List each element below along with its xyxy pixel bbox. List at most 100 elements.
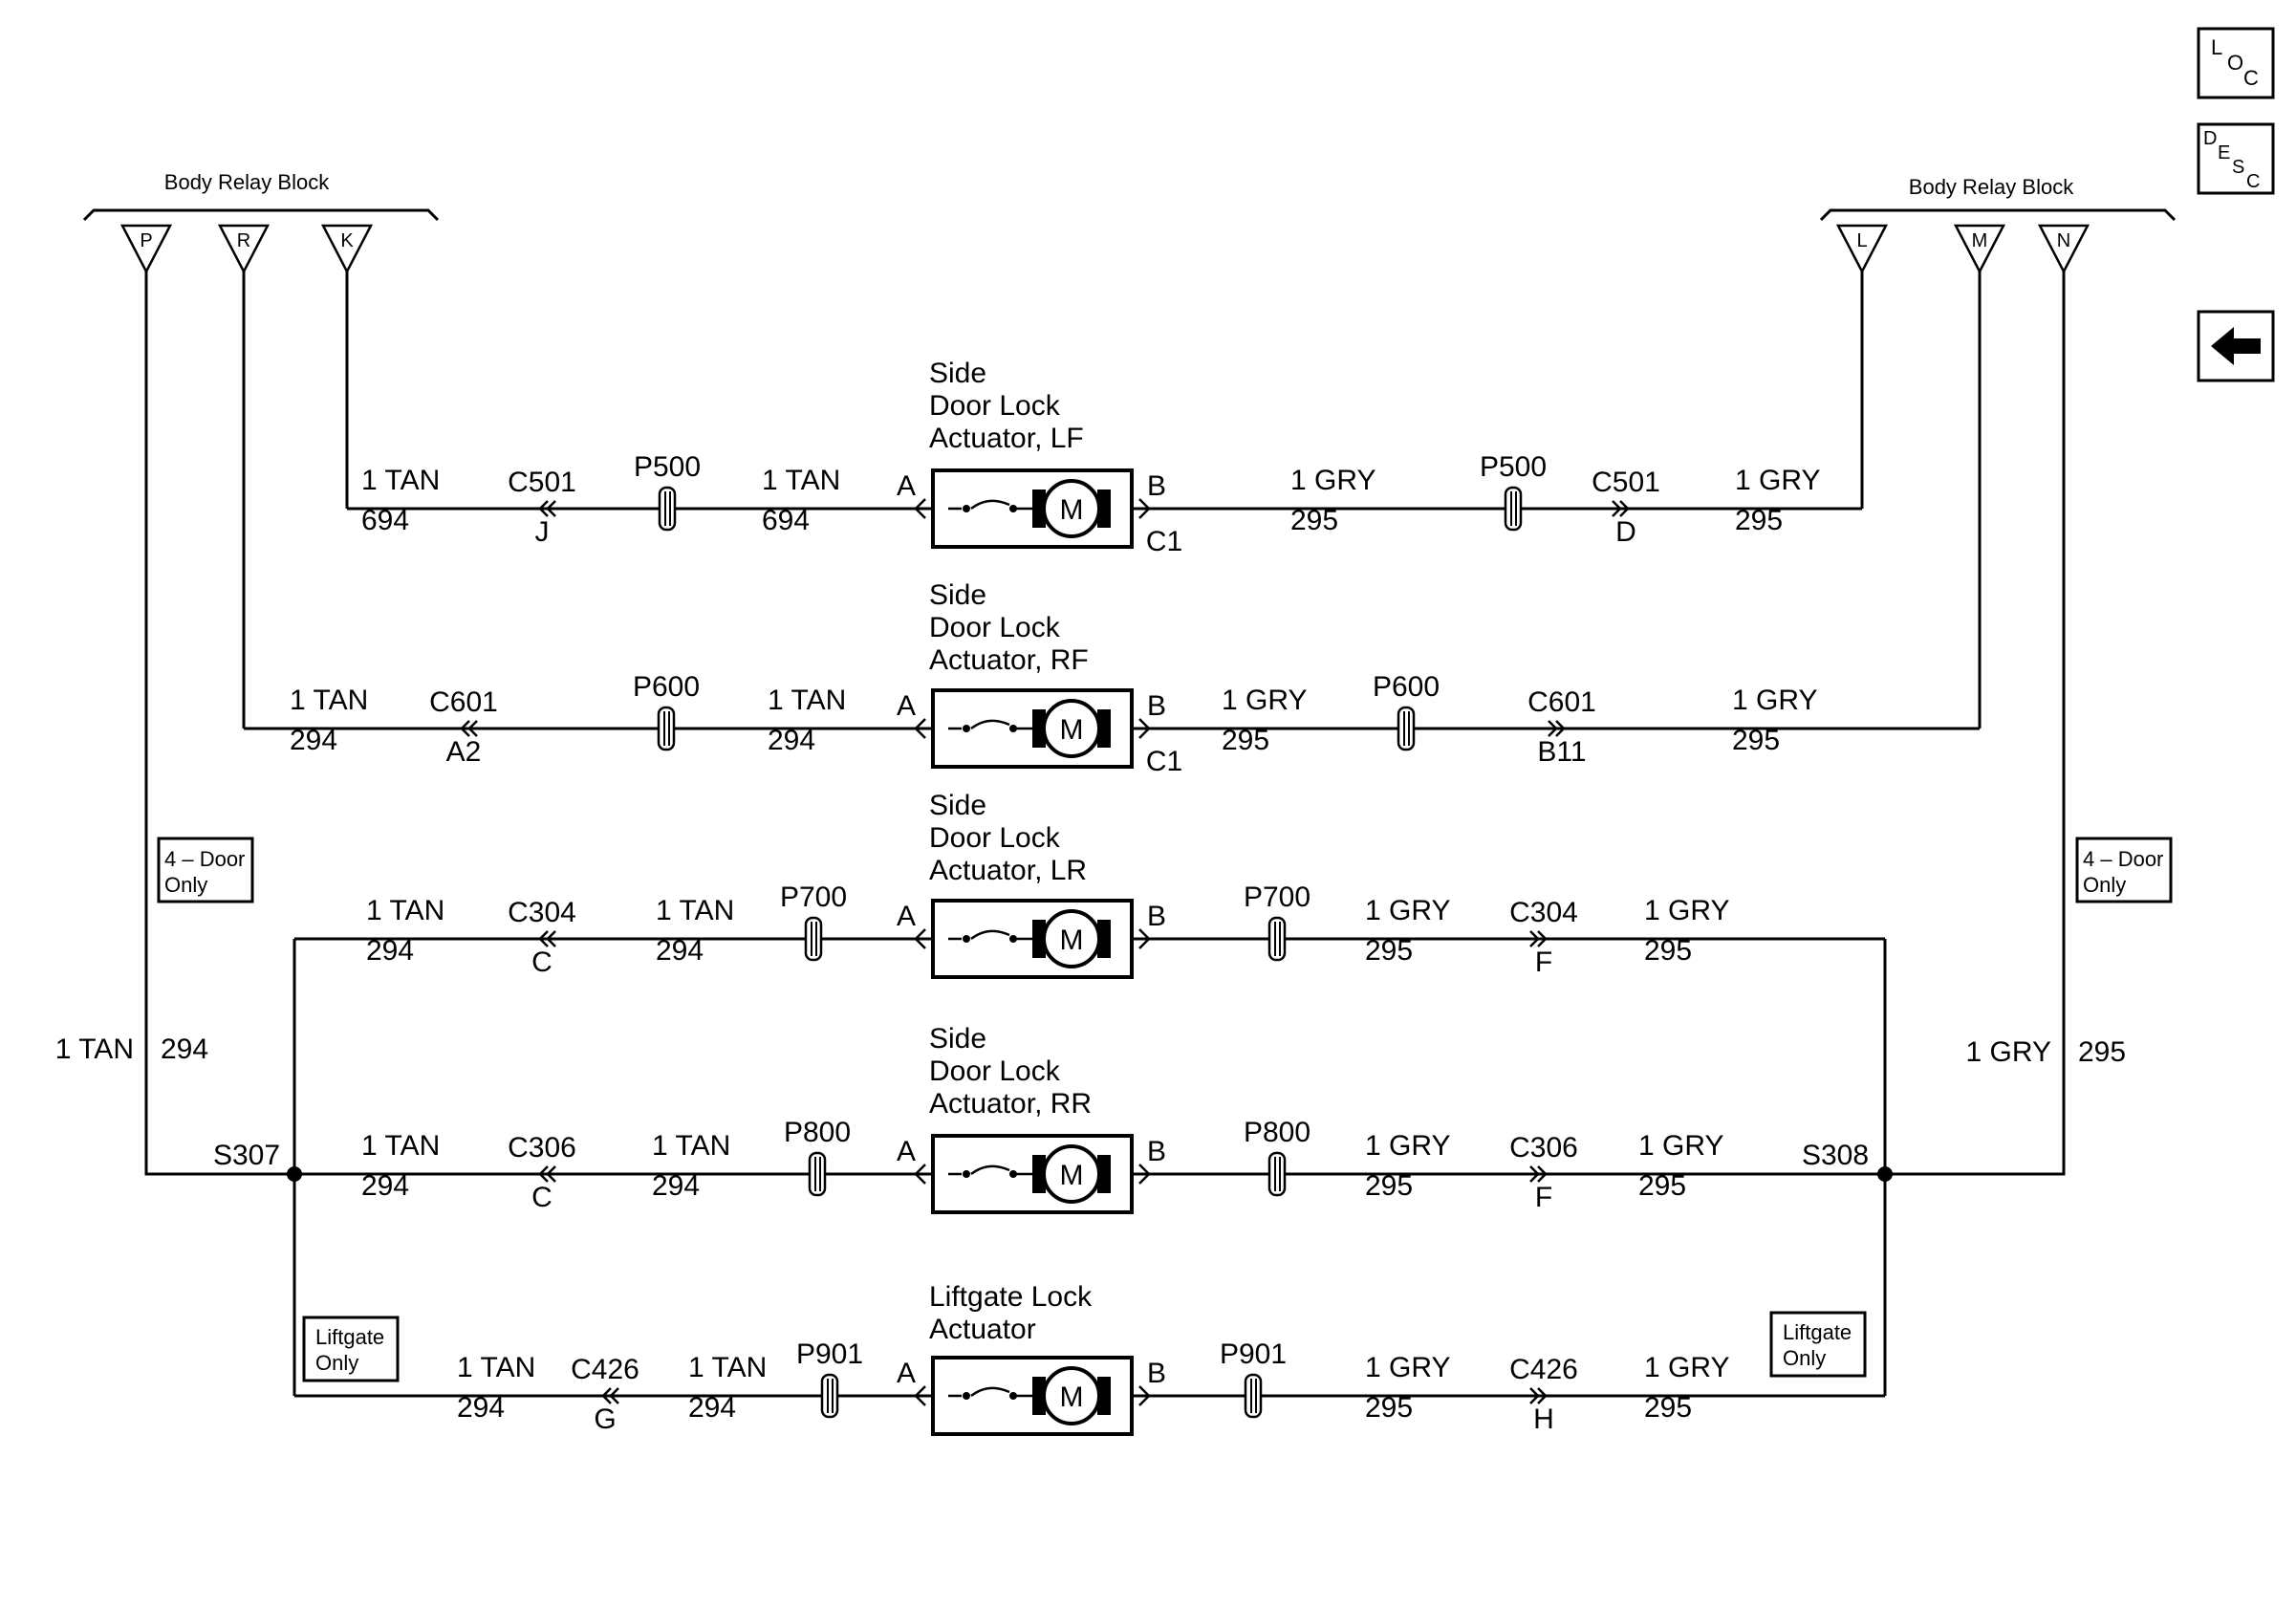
terminal-l: L (1835, 224, 1889, 274)
svg-text:Only: Only (1783, 1346, 1826, 1370)
switch-pivot (963, 1392, 970, 1400)
pin-a-chevron (914, 1385, 926, 1406)
switch-pivot (963, 505, 970, 512)
switch-contact (1009, 1170, 1017, 1178)
left-connector-symbol (538, 500, 556, 517)
left-inline-symbol (808, 1151, 827, 1197)
left-wire-2-circuit: 294 (656, 935, 704, 967)
relay-block-right-brace (1819, 208, 2177, 222)
svg-text:L: L (1856, 230, 1867, 251)
pin-a-label: A (897, 470, 916, 502)
motor-brush-left (1032, 490, 1046, 528)
motor-brush-right (1097, 1377, 1111, 1415)
actuator-row (294, 1134, 1885, 1214)
terminal-m: M (1953, 224, 2006, 274)
switch-contact (1009, 935, 1017, 943)
motor-icon (1042, 909, 1101, 968)
motor-icon (1042, 699, 1101, 758)
left-inline-label: P500 (634, 451, 701, 483)
left-wire-2-circuit: 694 (762, 505, 810, 536)
pin-a-label: A (897, 1358, 916, 1389)
left-inline-symbol (658, 486, 677, 532)
left-wire-2-gauge: 1 TAN (656, 895, 734, 926)
left-vertical-circuit-label: 294 (161, 1033, 208, 1065)
left-connector-pin: A2 (446, 736, 482, 768)
svg-text:P: P (140, 230, 152, 251)
desc-letter-1: D (2203, 128, 2217, 149)
right-wire-1-gauge: 1 GRY (1365, 1130, 1451, 1162)
pin-b-label: B (1147, 901, 1166, 932)
pin-b-connector: C1 (1146, 526, 1182, 557)
relay-block-left-brace (82, 208, 440, 222)
switch-pivot (963, 1170, 970, 1178)
actuator-row (294, 899, 1885, 979)
loc-letter-1: L (2211, 35, 2222, 59)
right-connector-id: C426 (1509, 1354, 1578, 1385)
right-connector-pin: D (1615, 516, 1636, 548)
pin-b-chevron (1138, 1385, 1151, 1406)
splice-s308-label: S308 (1802, 1140, 1869, 1171)
svg-text:Only: Only (164, 873, 207, 897)
actuator-name-line: Door Lock (929, 612, 1061, 643)
right-connector-pin: F (1535, 1182, 1552, 1213)
left-connector-id: C501 (508, 467, 576, 498)
right-wire-2-gauge: 1 GRY (1735, 465, 1821, 496)
switch-pivot (963, 935, 970, 943)
actuator-name-line: Side (929, 790, 986, 821)
switch-icon (948, 929, 1032, 941)
actuator-name-line: Door Lock (929, 1055, 1061, 1087)
left-connector-id: C601 (429, 686, 498, 718)
right-connector-id: C304 (1509, 897, 1578, 928)
left-connector-pin: C (531, 1182, 552, 1213)
desc-button[interactable]: D E S C (2197, 122, 2275, 195)
right-wire-1-gauge: 1 GRY (1222, 685, 1308, 716)
switch-icon (948, 1164, 1032, 1176)
desc-letter-3: S (2232, 157, 2244, 178)
left-wire-2-gauge: 1 TAN (652, 1130, 730, 1162)
right-inline-symbol (1267, 1151, 1287, 1197)
motor-icon (1042, 1144, 1101, 1204)
left-connector-id: C306 (508, 1132, 576, 1164)
back-button[interactable] (2197, 310, 2275, 382)
right-wire-2-circuit: 295 (1644, 1392, 1692, 1424)
right-wire-2-gauge: 1 GRY (1732, 685, 1818, 716)
right-wire-2-circuit: 295 (1638, 1170, 1686, 1202)
motor-brush-left (1032, 920, 1046, 958)
right-wire-1-circuit: 295 (1222, 725, 1269, 756)
pin-a-label: A (897, 1136, 916, 1167)
left-connector-id: C426 (571, 1354, 639, 1385)
right-wire-1-circuit: 295 (1365, 1170, 1413, 1202)
right-connector-symbol (1548, 720, 1566, 737)
loc-button[interactable]: L O C (2197, 27, 2275, 99)
pin-b-label: B (1147, 1358, 1166, 1389)
right-wire-2-gauge: 1 GRY (1638, 1130, 1724, 1162)
pin-a-chevron (914, 498, 926, 519)
right-wire-2-gauge: 1 GRY (1644, 1352, 1730, 1383)
motor-brush-right (1097, 920, 1111, 958)
four-door-only-box-right: 4 – Door Only (2075, 837, 2173, 903)
left-connector-symbol (538, 1165, 556, 1183)
right-connector-pin: H (1533, 1403, 1554, 1435)
right-wire-1-gauge: 1 GRY (1365, 1352, 1451, 1383)
motor-label: M (1060, 1382, 1084, 1413)
left-wire-1-circuit: 294 (457, 1392, 505, 1424)
svg-text:N: N (2057, 230, 2070, 251)
left-inline-label: P901 (796, 1338, 863, 1370)
right-connector-symbol (1612, 500, 1630, 517)
pin-b-label: B (1147, 690, 1166, 722)
switch-contact (1009, 1392, 1017, 1400)
left-wire-2-gauge: 1 TAN (762, 465, 840, 496)
desc-letter-2: E (2218, 142, 2230, 163)
actuator-row (347, 468, 1862, 549)
actuator-name-line: Actuator (929, 1314, 1036, 1345)
left-wire-1-circuit: 294 (290, 725, 337, 756)
pin-b-chevron (1138, 718, 1151, 739)
switch-icon (948, 499, 1032, 511)
right-wire-2-circuit: 295 (1735, 505, 1783, 536)
right-connector-symbol (1529, 1387, 1548, 1404)
switch-icon (948, 719, 1032, 730)
svg-text:Only: Only (315, 1351, 358, 1375)
svg-text:4 – Door: 4 – Door (164, 847, 245, 871)
terminal-k: K (320, 224, 374, 274)
right-wire-1-circuit: 295 (1290, 505, 1338, 536)
